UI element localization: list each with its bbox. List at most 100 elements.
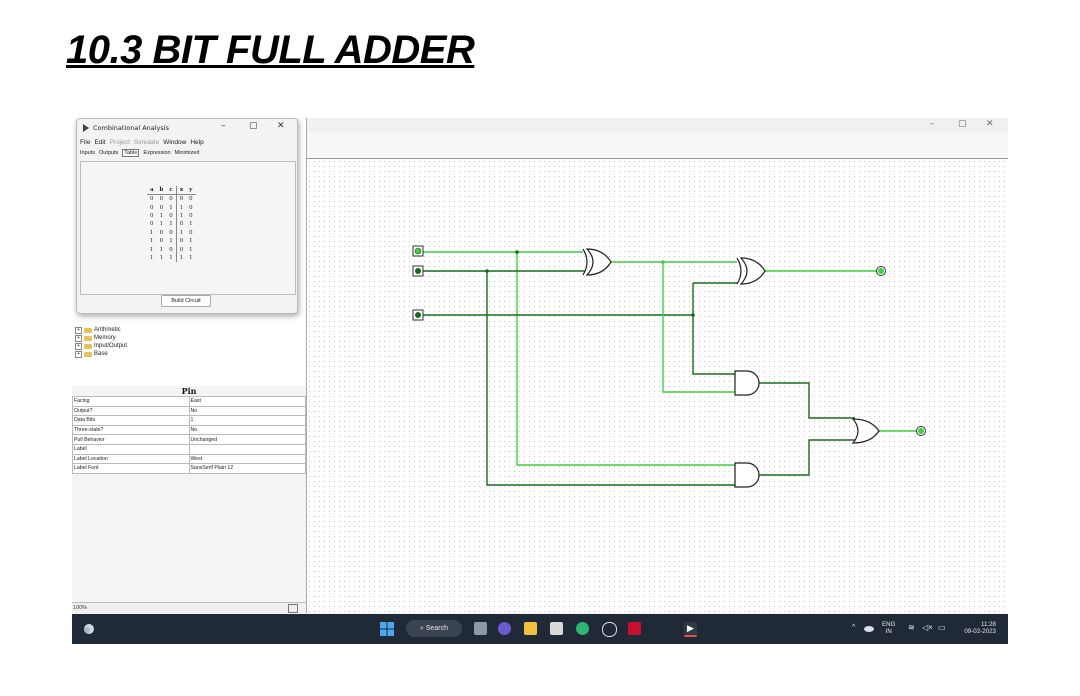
tray-chevron-icon[interactable]: ^: [852, 624, 856, 631]
tab-inputs[interactable]: Inputs: [80, 149, 95, 156]
truth-table-cell: 1: [159, 246, 164, 253]
truth-table-header-cell: c: [166, 186, 177, 195]
truth-table-cell: 1: [159, 221, 164, 228]
mcafee-icon[interactable]: [628, 622, 641, 635]
attribute-value[interactable]: No: [188, 405, 306, 417]
menu-window[interactable]: Window: [163, 138, 187, 146]
menu-project[interactable]: Project: [109, 138, 130, 146]
attribute-row[interactable]: Three-state?No: [72, 424, 306, 436]
tree-item-input-output[interactable]: +Input/Output: [75, 342, 127, 350]
expand-icon[interactable]: +: [75, 326, 82, 334]
taskbar: ⌕ Search ▶ ^ ENG IN ≋ ◁× ▭ 11:28 09-02-2…: [72, 614, 1008, 644]
truth-table-cell: 0: [169, 246, 173, 253]
expand-icon[interactable]: +: [75, 342, 82, 350]
truth-table-cell[interactable]: 0: [175, 245, 187, 254]
tab-outputs[interactable]: Outputs: [98, 149, 119, 156]
truth-table-cell[interactable]: 0: [189, 229, 193, 236]
expand-icon[interactable]: +: [75, 350, 82, 358]
truth-table-cell[interactable]: 1: [189, 246, 193, 253]
ca-close-button[interactable]: ✕: [277, 121, 285, 131]
menu-help[interactable]: Help: [190, 138, 204, 146]
attribute-value[interactable]: West: [188, 453, 306, 465]
menu-edit[interactable]: Edit: [94, 138, 106, 146]
truth-table-cell[interactable]: 0: [175, 220, 187, 229]
dell-icon[interactable]: [602, 622, 617, 637]
input-pins: [412, 245, 424, 321]
tree-item-arithmetic[interactable]: +Arithmetic: [75, 326, 127, 334]
wifi-icon[interactable]: ≋: [908, 623, 915, 632]
truth-table-cell[interactable]: 1: [189, 238, 193, 245]
truth-table-cell: 0: [150, 212, 154, 219]
truth-table-cell: 1: [159, 254, 164, 261]
menu-file[interactable]: File: [80, 138, 91, 146]
truth-table-cell[interactable]: 0: [175, 236, 187, 246]
search-label: Search: [425, 625, 449, 632]
expand-icon[interactable]: +: [75, 334, 82, 342]
attribute-name: Label Location: [72, 453, 190, 465]
attribute-name: Label: [72, 443, 190, 455]
taskbar-search[interactable]: ⌕ Search: [406, 620, 462, 637]
truth-table-cell[interactable]: 1: [175, 203, 187, 212]
attribute-value[interactable]: 1: [188, 415, 306, 426]
tab-expression[interactable]: Expression: [143, 149, 171, 156]
windows-start-icon[interactable]: [380, 622, 394, 636]
truth-table-cell[interactable]: 1: [175, 228, 187, 237]
chrome-icon[interactable]: [576, 622, 589, 635]
ca-titlebar: Combinational Analysis – ▢ ✕: [77, 119, 297, 137]
maximize-button[interactable]: ▢: [958, 119, 967, 129]
volume-icon[interactable]: ◁×: [922, 623, 933, 632]
truth-table-cell[interactable]: 1: [175, 211, 187, 221]
document-title: 10.3 BIT FULL ADDER: [66, 28, 475, 72]
menu-simulate[interactable]: Simulate: [133, 138, 160, 146]
cloud-icon[interactable]: [864, 625, 874, 632]
truth-table-header-cell: y: [186, 186, 196, 195]
truth-table-cell[interactable]: 0: [189, 204, 193, 211]
circuit-canvas[interactable]: [306, 158, 1008, 613]
truth-table-cell[interactable]: 1: [189, 254, 193, 261]
truth-table-cell[interactable]: 1: [189, 221, 193, 228]
attribute-row[interactable]: Output?No: [72, 405, 306, 417]
xor-gate-1: [582, 248, 612, 276]
tab-table[interactable]: Table: [122, 148, 140, 157]
teams-chat-icon[interactable]: [498, 622, 511, 635]
build-circuit-button[interactable]: Build Circuit: [161, 295, 211, 307]
task-view-icon[interactable]: [474, 622, 487, 635]
screenshot: – ▢ ✕: [72, 118, 1008, 644]
clock[interactable]: 11:28 09-02-2023: [956, 621, 996, 635]
store-icon[interactable]: [550, 622, 563, 635]
logisim-taskbar-icon[interactable]: ▶: [684, 622, 697, 637]
attribute-value[interactable]: Unchanged: [188, 434, 306, 445]
zoom-spinner[interactable]: [288, 604, 298, 613]
battery-icon[interactable]: ▭: [938, 623, 946, 632]
attribute-value[interactable]: SansSerif Plain 12: [188, 463, 306, 474]
ca-tabs: Inputs Outputs Table Expression Minimize…: [77, 147, 297, 158]
attribute-value[interactable]: No: [188, 424, 306, 436]
attribute-row[interactable]: Label: [72, 443, 306, 455]
tree-item-memory[interactable]: +Memory: [75, 334, 127, 342]
ca-minimize-button[interactable]: –: [221, 121, 226, 131]
folder-icon: [84, 327, 92, 333]
minimize-button[interactable]: –: [930, 119, 935, 129]
close-button[interactable]: ✕: [986, 119, 994, 129]
truth-table-cell[interactable]: 0: [189, 196, 193, 203]
truth-table-cell: 1: [150, 238, 154, 245]
tree-item-base[interactable]: +Base: [75, 350, 127, 358]
attribute-value[interactable]: [188, 443, 306, 455]
weather-icon[interactable]: [82, 623, 96, 635]
ca-maximize-button[interactable]: ▢: [249, 121, 258, 131]
file-explorer-icon[interactable]: [524, 622, 537, 635]
truth-table-cell[interactable]: 0: [175, 194, 187, 204]
language-indicator[interactable]: ENG IN: [882, 621, 895, 635]
attribute-value[interactable]: East: [188, 396, 306, 407]
tab-minimized[interactable]: Minimized: [174, 149, 200, 156]
truth-table-cell[interactable]: 0: [189, 212, 193, 219]
truth-table-cell[interactable]: 1: [175, 253, 187, 263]
